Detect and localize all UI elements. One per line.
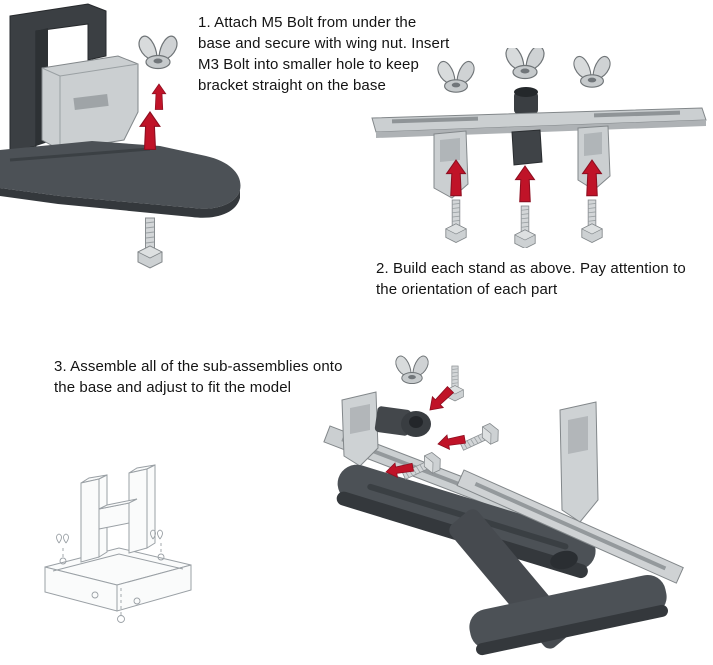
right-bracket [559,401,599,523]
sketch-fastener-marks [56,529,165,623]
step2-illustration [371,48,707,248]
step3-assembly-illustration [323,355,684,656]
red-arrow-icon [139,111,161,150]
wing-nut-icon [437,60,475,93]
hex-bolt-icon [514,205,536,248]
red-arrow-icon [151,83,167,110]
hex-bolt-icon [581,199,603,243]
wing-nut-icon [505,48,545,80]
step2-instruction: 2. Build each stand as above. Pay attent… [376,260,686,298]
hex-bolt-icon [445,199,467,243]
pivot-clamp [341,391,431,467]
step3-sketch [44,464,192,623]
red-arrow-icon [436,431,467,452]
step1-illustration [0,3,241,269]
step3-instruction: 3. Assemble all of the sub-assemblies on… [54,358,343,396]
step1-instruction: 1. Attach M5 Bolt from under the base an… [198,14,450,94]
t-base [449,509,668,656]
rail-lower [456,469,684,584]
base-plate [0,141,241,218]
wing-nut-icon [573,55,611,88]
sketch-wireframe [44,464,192,612]
hex-bolt-icon [137,217,163,269]
pivot-hub [514,87,538,114]
red-arrow-icon [515,165,535,203]
clamp-bracket [41,55,139,151]
wing-nut-icon [395,355,429,385]
center-bracket [511,129,543,166]
wing-nut-icon [138,35,178,70]
